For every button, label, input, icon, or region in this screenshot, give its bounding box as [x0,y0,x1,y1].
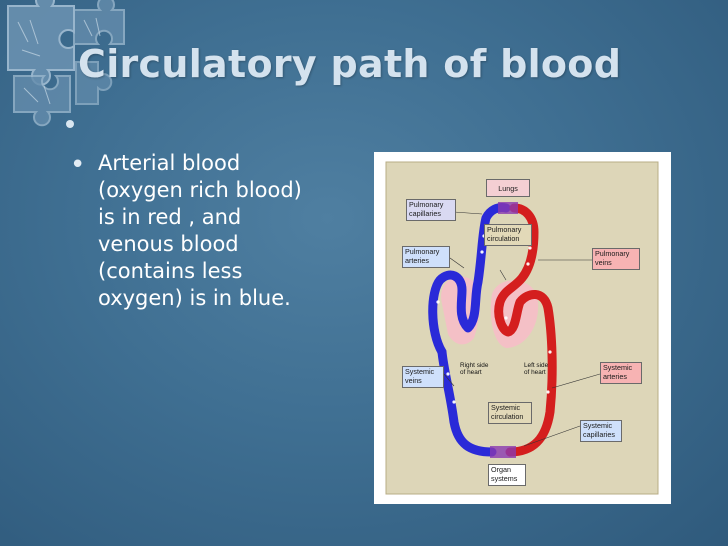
flow-arrows [436,234,552,404]
slide-title: Circulatory path of blood [78,42,622,86]
venous-path [428,203,511,457]
bullet-item: Arterial blood (oxygen rich blood) is in… [98,151,302,310]
lung-capillary-blend [498,202,518,214]
arterial-path [494,203,557,457]
systemic-capillaries-label: Systemic capillaries [580,420,622,442]
right-heart-label: Right side of heart [460,362,489,377]
organ-capillary-blend [490,446,516,458]
leader-lines [443,211,601,447]
left-heart-label: Left side of heart [524,362,549,377]
pulmonary-capillaries-label: Pulmonary capillaries [406,199,456,221]
systemic-veins-label: Systemic veins [402,366,444,388]
bullet-list: • Arterial blood (oxygen rich blood) is … [70,150,360,312]
lungs-label: Lungs [486,179,530,197]
circulation-diagram: Lungs Pulmonary capillaries Pulmonary ci… [374,152,671,504]
puzzle-pieces-icon [7,0,125,128]
systemic-circulation-label: Systemic circulation [488,402,532,424]
bullet-icon: • [70,150,86,180]
systemic-arteries-label: Systemic arteries [600,362,642,384]
organ-systems-label: Organ systems [488,464,526,486]
pulmonary-veins-label: Pulmonary veins [592,248,640,270]
pulmonary-arteries-label: Pulmonary arteries [402,246,450,268]
pulmonary-circulation-label: Pulmonary circulation [484,224,532,246]
